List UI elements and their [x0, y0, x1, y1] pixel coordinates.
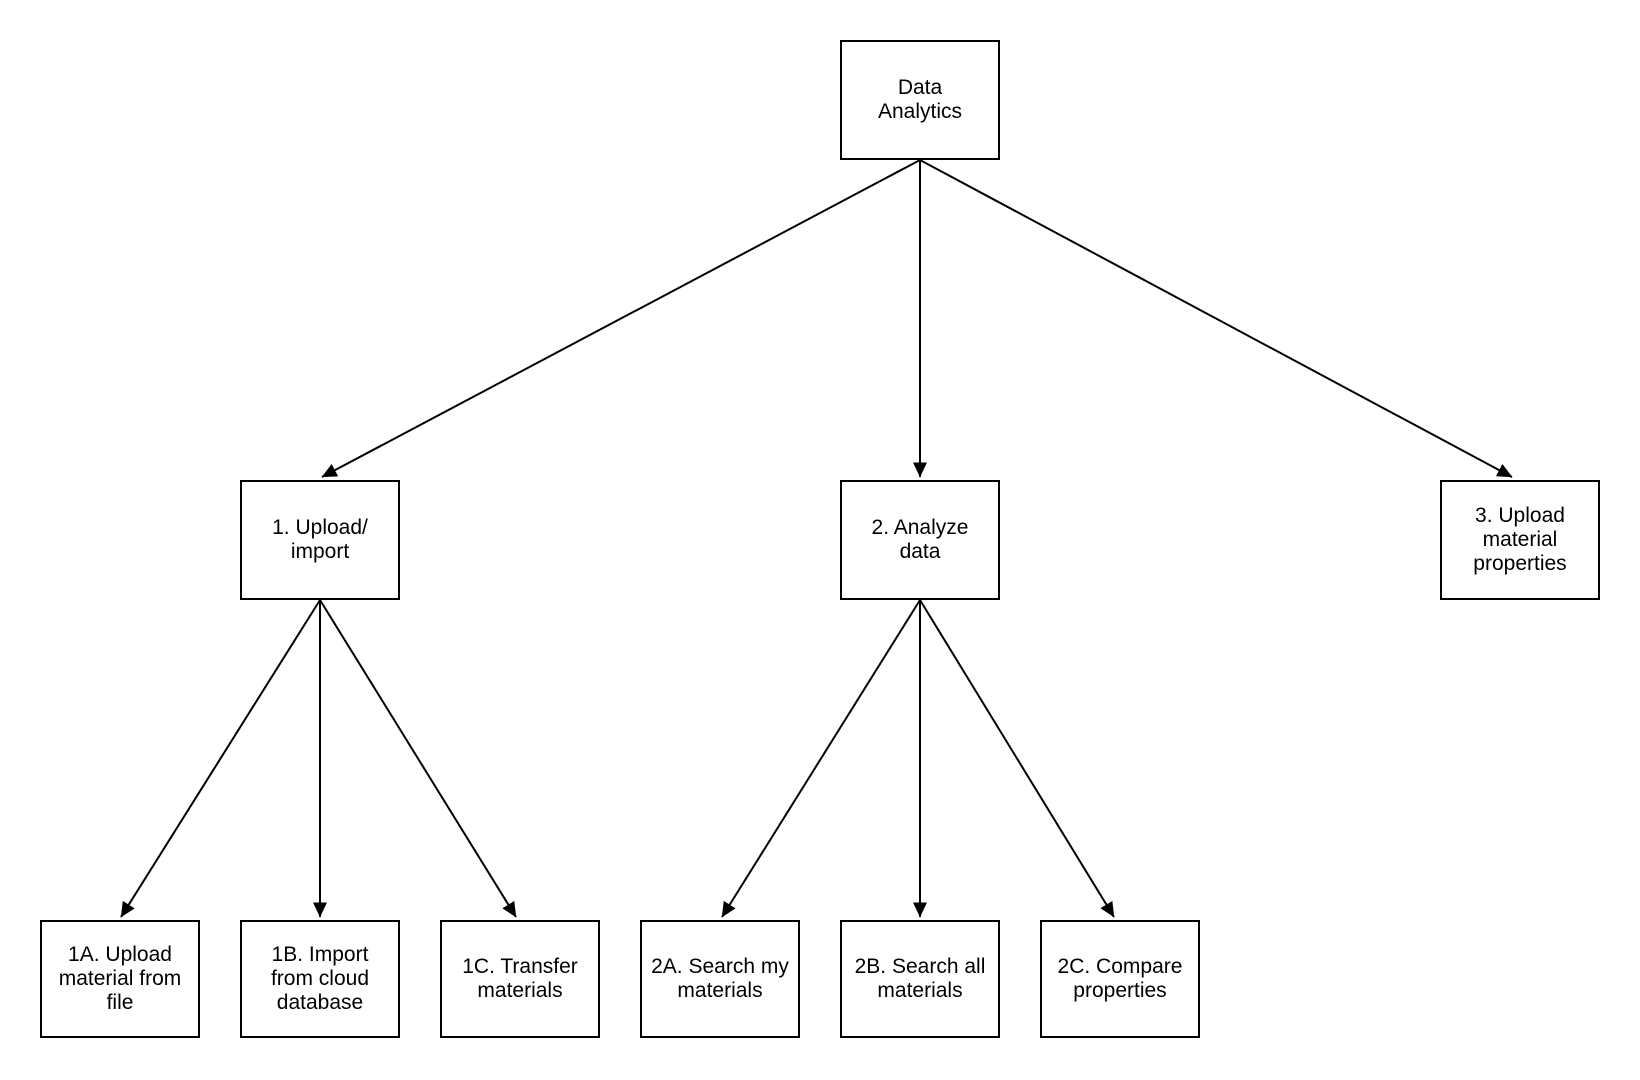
node-search-all-materials: 2B. Search all materials [840, 920, 1000, 1038]
node-upload-material-properties: 3. Upload material properties [1440, 480, 1600, 600]
node-upload-material-from-file: 1A. Upload material from file [40, 920, 200, 1038]
node-analyze-data: 2. Analyze data [840, 480, 1000, 600]
node-transfer-materials: 1C. Transfer materials [440, 920, 600, 1038]
node-compare-properties: 2C. Compare properties [1040, 920, 1200, 1038]
edge-upload-import-to-transfer [319, 599, 517, 918]
edge-upload-import-to-upload-from-file [120, 599, 321, 918]
edge-data-analytics-to-upload-import [321, 159, 921, 478]
node-search-my-materials: 2A. Search my materials [640, 920, 800, 1038]
edge-analyze-data-to-search-my [721, 599, 921, 918]
node-upload-import: 1. Upload/ import [240, 480, 400, 600]
edge-analyze-data-to-compare [919, 599, 1115, 918]
node-import-from-cloud-database: 1B. Import from cloud database [240, 920, 400, 1038]
node-data-analytics: Data Analytics [840, 40, 1000, 160]
edge-data-analytics-to-upload-material [919, 159, 1513, 478]
